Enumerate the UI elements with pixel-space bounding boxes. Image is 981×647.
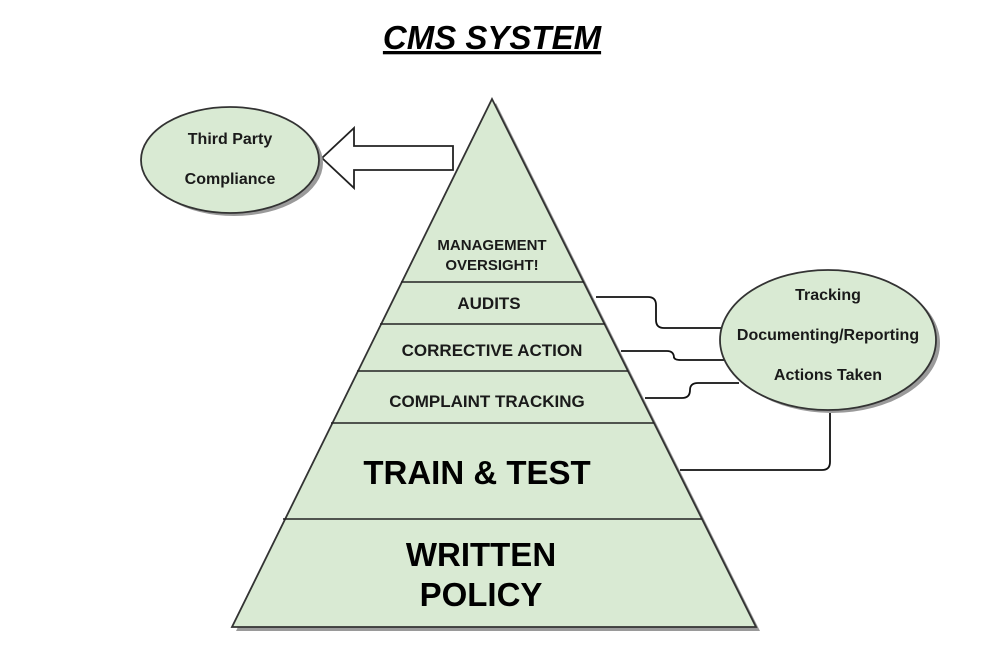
connector-complaint-tracking bbox=[645, 382, 739, 399]
tier-label-management-1: MANAGEMENT bbox=[437, 237, 546, 254]
third-party-bubble bbox=[140, 106, 320, 214]
connector-audits bbox=[596, 296, 722, 329]
third-party-label-2: Compliance bbox=[185, 171, 276, 188]
diagram-title: CMS SYSTEM bbox=[383, 19, 603, 56]
left-arrow-icon bbox=[320, 125, 454, 191]
third-party-label-1: Third Party bbox=[188, 131, 273, 148]
tier-label-train-test: TRAIN & TEST bbox=[363, 454, 590, 491]
tracking-label-1: Tracking bbox=[795, 287, 861, 304]
tier-label-complaint-tracking: COMPLAINT TRACKING bbox=[389, 392, 584, 411]
tier-label-written-policy-1: WRITTEN bbox=[406, 536, 556, 573]
connector-train-test bbox=[680, 413, 831, 471]
tracking-bubble bbox=[719, 269, 937, 411]
tier-label-corrective-action: CORRECTIVE ACTION bbox=[402, 341, 583, 360]
pyramid bbox=[230, 96, 758, 628]
connector-corrective-action bbox=[621, 350, 727, 361]
tier-label-written-policy-2: POLICY bbox=[420, 576, 543, 613]
tracking-label-3: Actions Taken bbox=[774, 367, 882, 384]
tracking-label-2: Documenting/Reporting bbox=[737, 327, 919, 344]
tier-label-management-2: OVERSIGHT! bbox=[445, 257, 538, 274]
tier-label-audits: AUDITS bbox=[457, 294, 520, 313]
